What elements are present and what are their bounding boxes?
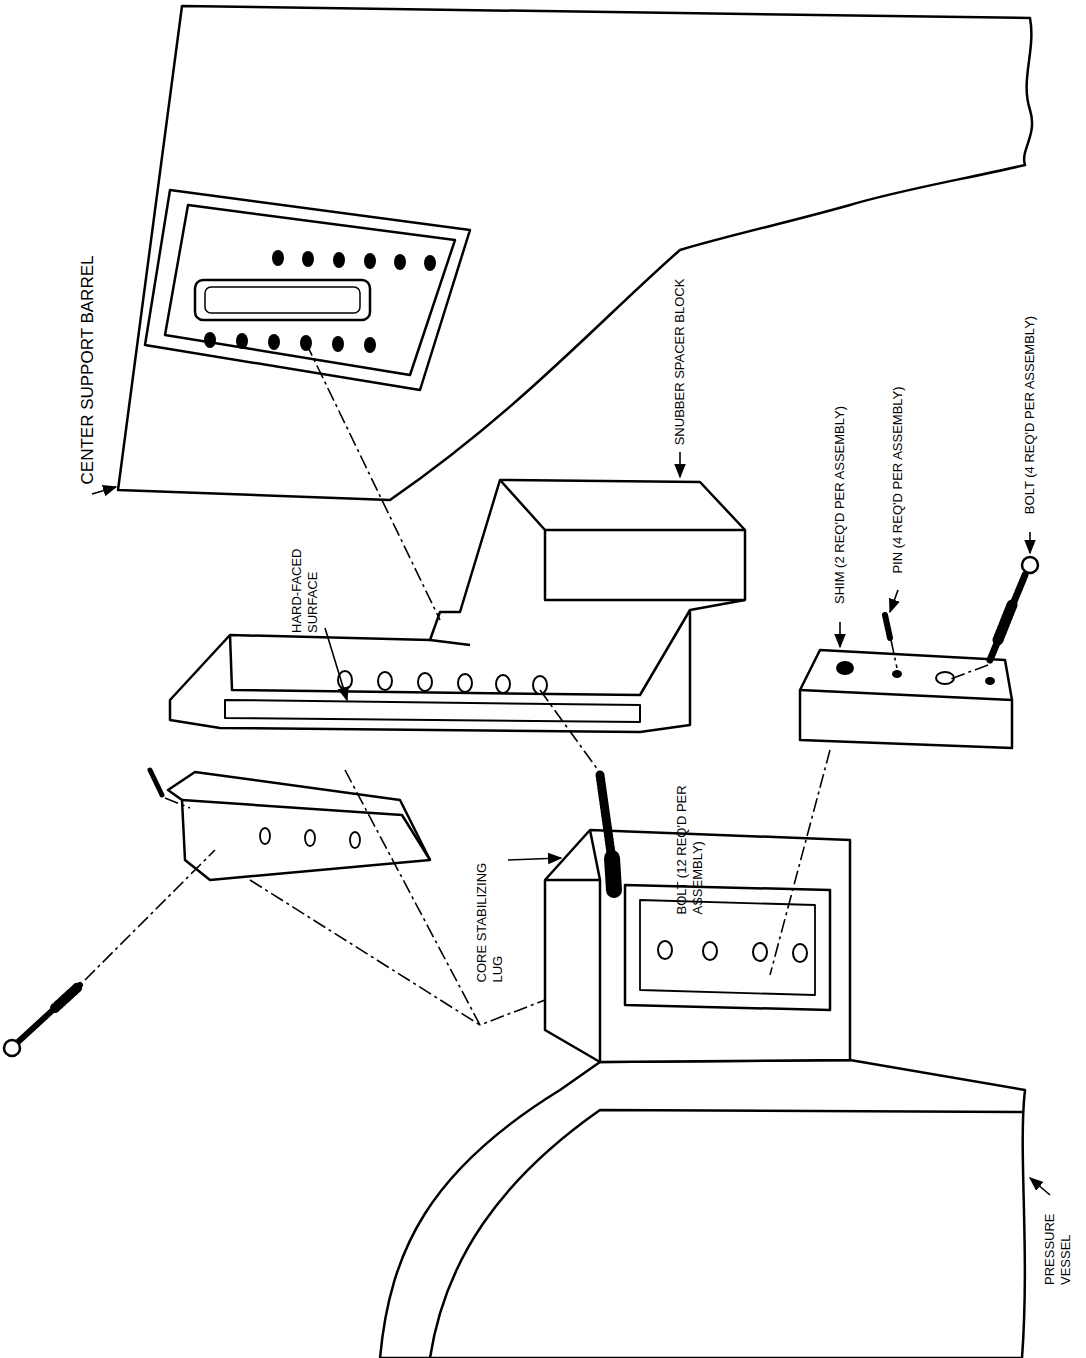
pressure-vessel <box>430 1110 1022 1358</box>
barrel-plate <box>204 250 436 353</box>
pin <box>885 615 890 638</box>
exploded-view <box>4 557 1038 1056</box>
bolt-left <box>4 985 80 1056</box>
barrel-plate <box>268 334 280 350</box>
snubber-block <box>378 672 392 690</box>
pressure-vessel <box>380 1060 1025 1358</box>
assembly-lines <box>345 770 545 1025</box>
bolt-left <box>55 987 78 1008</box>
barrel-plate <box>195 280 370 320</box>
leader-arrows <box>508 858 561 860</box>
leader-arrows <box>92 487 116 494</box>
shim <box>800 690 1012 700</box>
shim-left <box>168 772 430 880</box>
stabilizing-lug <box>658 941 672 959</box>
assembly-lines <box>306 343 440 620</box>
barrel-plate <box>272 250 284 266</box>
barrel-plate <box>236 333 248 349</box>
bolt-4 <box>990 557 1038 660</box>
shim <box>892 670 902 678</box>
stabilizing-lug <box>640 900 815 995</box>
barrel-plate <box>204 332 216 348</box>
stabilizing-lug <box>753 943 767 961</box>
barrel-plate <box>333 252 345 268</box>
leader-arrows <box>1030 1178 1050 1195</box>
bolt-12 <box>600 775 612 860</box>
pin <box>885 615 890 638</box>
leader-arrows <box>1029 532 1031 553</box>
shim-left <box>182 800 430 860</box>
leader-arrows <box>92 452 1050 1195</box>
part-label: SHIM (2 REQ'D PER ASSEMBLY) <box>832 406 848 604</box>
part-label: PRESSURE VESSEL <box>1042 1195 1073 1285</box>
bolt-12 <box>600 775 614 890</box>
leader-arrows <box>679 452 681 477</box>
barrel-plate <box>364 253 376 269</box>
assembly-lines <box>165 798 190 808</box>
assembly-lines <box>250 880 480 1025</box>
barrel-plate <box>145 190 470 390</box>
barrel-plate <box>394 254 406 270</box>
snubber-block <box>418 673 432 691</box>
snubber-block <box>338 671 547 694</box>
bolt-12 <box>612 858 614 890</box>
barrel-plate <box>205 287 360 313</box>
shim <box>985 677 995 685</box>
part-label: CORE STABILIZING LUG <box>474 848 505 983</box>
shim-left <box>350 832 360 848</box>
shim-left <box>305 830 315 846</box>
bolt-left <box>18 985 80 1042</box>
snubber-block <box>496 675 510 693</box>
assembly-lines <box>770 750 830 975</box>
stabilizing-lug <box>703 942 717 960</box>
barrel-plate <box>424 255 436 271</box>
part-label: PIN (4 REQ'D PER ASSEMBLY) <box>890 386 906 573</box>
part-label: HARD-FACED SURFACE <box>289 523 320 633</box>
barrel-plate <box>364 337 376 353</box>
leader-arrows <box>839 622 841 647</box>
stabilizing-lug <box>658 941 807 962</box>
shim <box>836 661 854 675</box>
barrel-plate <box>302 251 314 267</box>
part-label: SNUBBER SPACER BLOCK <box>672 279 688 446</box>
bolt-4 <box>1022 557 1038 573</box>
stabilizing-lug <box>625 885 830 1010</box>
part-label: CENTER SUPPORT BARREL <box>78 256 98 485</box>
bolt-4 <box>990 575 1025 660</box>
snubber-block <box>230 480 745 695</box>
pin-left <box>150 770 162 795</box>
snubber-block <box>170 480 745 732</box>
leader-arrows <box>890 590 898 612</box>
bolt-4 <box>998 605 1012 640</box>
shim-left <box>260 828 360 848</box>
assembly-lines <box>85 343 988 1025</box>
part-label: BOLT (4 REQ'D PER ASSEMBLY) <box>1022 316 1038 514</box>
assembly-lines <box>891 640 897 668</box>
shim-left <box>168 772 430 880</box>
shim <box>800 650 1012 748</box>
part-label: BOLT (12 REQ'D PER ASSEMBLY) <box>674 770 705 915</box>
barrel-plate <box>332 336 344 352</box>
assembly-lines <box>540 690 598 770</box>
stabilizing-lug <box>545 830 600 1062</box>
bolt-left <box>4 1040 20 1056</box>
assembly-lines <box>948 665 988 680</box>
stabilizing-lug <box>793 944 807 962</box>
leader-arrows <box>325 628 347 700</box>
snubber-block <box>170 480 745 732</box>
assembly-lines <box>85 850 215 980</box>
shim <box>800 650 1012 748</box>
exploded-view <box>118 6 1032 1358</box>
pin-left <box>150 770 162 795</box>
pressure-vessel <box>380 1060 1025 1358</box>
snubber-block <box>458 674 472 692</box>
snubber-block <box>225 700 640 722</box>
shim-left <box>260 828 270 844</box>
